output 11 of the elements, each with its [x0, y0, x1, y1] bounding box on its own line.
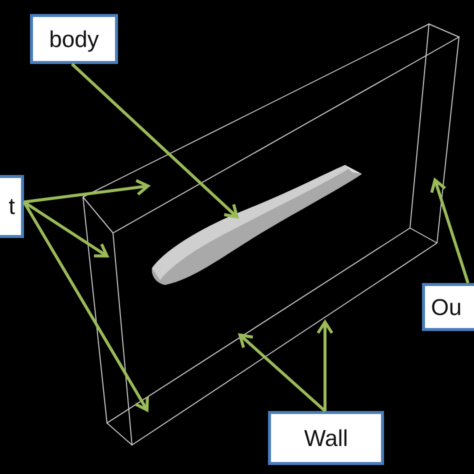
label-box: Wall — [268, 411, 384, 465]
leader-arrow — [430, 178, 470, 284]
label-box: Ou — [422, 283, 474, 331]
label-box: body — [30, 14, 118, 64]
leader-arrow — [22, 201, 149, 412]
label-box: t — [0, 175, 24, 238]
leader-arrow — [24, 178, 150, 204]
leader-arrow — [23, 200, 108, 258]
leader-arrow — [238, 334, 326, 412]
leader-arrow — [316, 320, 334, 411]
leader-arrow — [70, 62, 238, 218]
